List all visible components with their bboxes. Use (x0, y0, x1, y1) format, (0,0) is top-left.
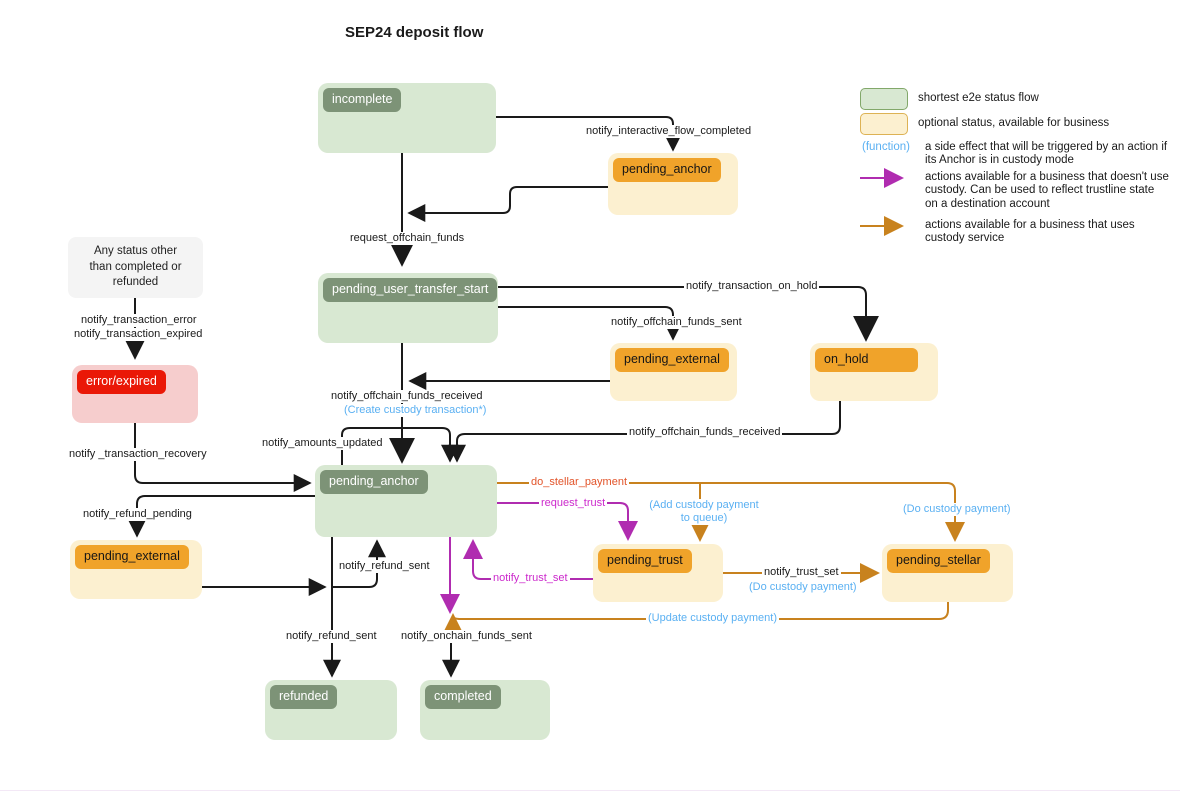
edge-label-refund-sent-to-anchor: notify_refund_sent (337, 560, 432, 573)
edge-puts-to-on-hold (497, 286, 879, 342)
status-chip: pending_anchor (613, 158, 721, 182)
legend-yellow-swatch (860, 113, 908, 135)
edge-label-request-trust: request_trust (539, 497, 608, 510)
edge-label-offchain-funds-sent: notify_offchain_funds_sent (609, 316, 744, 329)
node-pending-anchor: pending_anchor (315, 465, 497, 537)
edge-label-amounts-updated: notify_amounts_updated (260, 437, 385, 450)
node-completed: completed (420, 680, 550, 740)
node-pending-external-bottom: pending_external (70, 540, 202, 599)
edge-label-onchain-funds-sent: notify_onchain_funds_sent (399, 630, 534, 643)
edge-label-create-custody-transaction: (Create custody transaction*) (342, 404, 489, 417)
status-chip: pending_external (75, 545, 189, 569)
edge-label-trust-set-to-anchor: notify_trust_set (491, 572, 570, 585)
node-on-hold: on_hold (810, 343, 938, 401)
edge-label-offchain-funds-received: notify_offchain_funds_received (329, 390, 485, 403)
legend-function-token: (function) (862, 141, 910, 153)
status-chip: error/expired (77, 370, 166, 394)
edge-label-do-stellar-payment: do_stellar_payment (529, 476, 630, 489)
edge-label-do-custody-payment-mid: (Do custody payment) (747, 581, 859, 594)
edge-label-transaction-recovery: notify _transaction_recovery (67, 448, 209, 461)
status-chip: pending_user_transfer_start (323, 278, 498, 302)
edge-label-transaction-error: notify_transaction_error (79, 314, 199, 327)
legend-green-label: shortest e2e status flow (918, 92, 1039, 104)
legend-green-swatch (860, 88, 908, 110)
page-bottom-divider (0, 790, 1180, 791)
legend-yellow-label: optional status, available for business (918, 117, 1110, 129)
node-pending-external-top: pending_external (610, 343, 737, 401)
node-any-status: Any status other than completed or refun… (68, 237, 203, 298)
legend-no-custody-desc: actions available for a business that do… (925, 171, 1169, 210)
edge-label-request-offchain-funds: request_offchain_funds (348, 232, 467, 245)
status-chip: pending_external (615, 348, 729, 372)
status-chip: pending_anchor (320, 470, 428, 494)
node-error-expired: error/expired (72, 365, 198, 423)
status-chip: on_hold (815, 348, 918, 372)
edge-label-offchain-funds-received-on-hold: notify_offchain_funds_received (627, 426, 783, 439)
node-incomplete: incomplete (318, 83, 496, 153)
diagram-title: SEP24 deposit flow (345, 24, 484, 41)
edge-label-transaction-expired: notify_transaction_expired (72, 328, 205, 341)
status-chip: pending_trust (598, 549, 692, 573)
status-chip: pending_stellar (887, 549, 990, 573)
edge-label-interactive-flow-completed: notify_interactive_flow_completed (584, 125, 754, 138)
edge-pending-anchor-top-merge-back (407, 186, 609, 222)
legend-custody-desc: actions available for a business that us… (925, 219, 1135, 245)
node-pending-user-transfer-start: pending_user_transfer_start (318, 273, 498, 343)
edge-label-refund-pending: notify_refund_pending (81, 508, 194, 521)
legend-function-desc: a side effect that will be triggered by … (925, 141, 1168, 167)
edge-label-update-custody-payment: (Update custody payment) (646, 612, 780, 625)
edge-label-trust-set-to-stellar: notify_trust_set (762, 566, 841, 579)
edge-label-do-custody-payment-stellar: (Do custody payment) (901, 503, 1013, 516)
status-chip: refunded (270, 685, 338, 709)
edge-label-refund-sent-to-refunded: notify_refund_sent (284, 630, 379, 643)
any-status-label: Any status other than completed or refun… (89, 245, 182, 289)
node-pending-trust: pending_trust (593, 544, 723, 602)
status-chip: completed (425, 685, 501, 709)
edge-label-add-custody-payment-to-queue: (Add custody payment to queue) (643, 499, 765, 525)
edge-label-transaction-on-hold: notify_transaction_on_hold (684, 280, 820, 293)
node-pending-stellar: pending_stellar (882, 544, 1013, 602)
node-pending-anchor-top: pending_anchor (608, 153, 738, 215)
status-chip: incomplete (323, 88, 402, 112)
node-refunded: refunded (265, 680, 397, 740)
